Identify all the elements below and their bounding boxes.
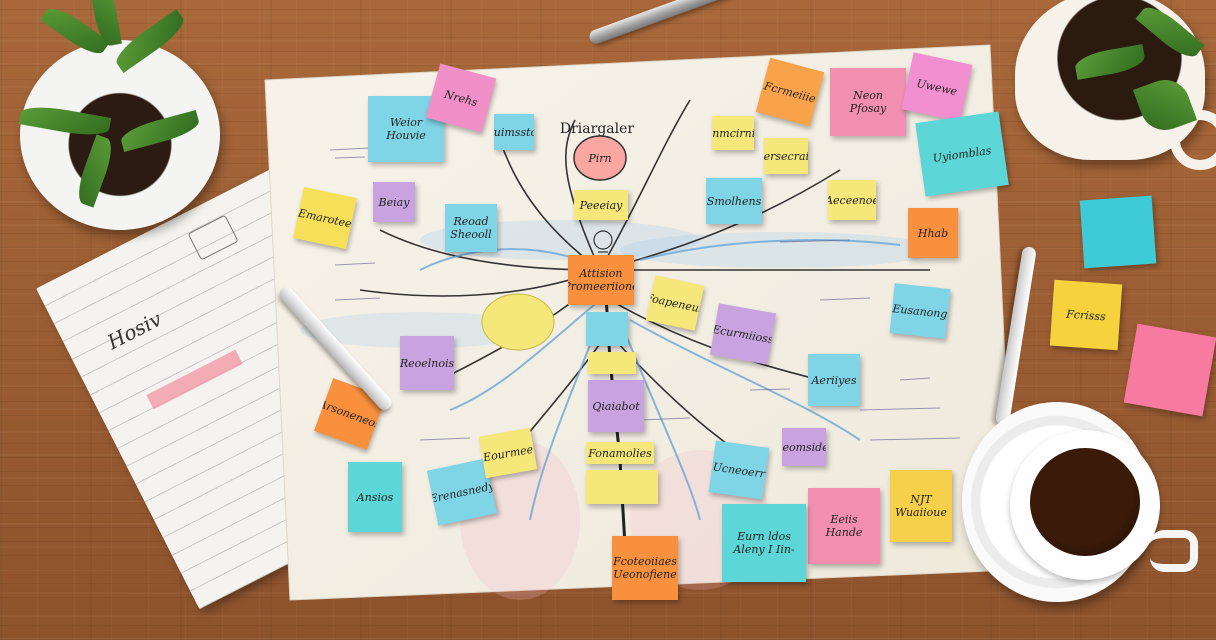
sticky-note[interactable]: Aeceenoe bbox=[828, 180, 876, 220]
sticky-note[interactable]: Ecurmiioss bbox=[709, 303, 777, 365]
central-sticky-note[interactable]: Attision Promeeriione bbox=[568, 255, 634, 305]
plant-pot-left bbox=[20, 40, 220, 230]
sticky-note[interactable]: Eeiis Hande bbox=[808, 488, 880, 564]
sticky-note[interactable]: Ansios bbox=[348, 462, 402, 532]
sticky-note[interactable]: Eusanong bbox=[889, 283, 951, 339]
sticky-note[interactable]: Fonamolies bbox=[586, 442, 654, 464]
loose-sticky-note[interactable] bbox=[1079, 195, 1157, 269]
loose-sticky-note[interactable] bbox=[1123, 323, 1216, 417]
sticky-note[interactable]: Eurn ldos Aleny I Iin- bbox=[722, 504, 806, 582]
sticky-note[interactable]: Emarotee bbox=[293, 186, 357, 250]
sticky-note[interactable]: Hhab bbox=[908, 208, 958, 258]
sticky-note[interactable]: Uyiomblas bbox=[915, 111, 1009, 197]
sticky-note[interactable]: NJT Wuaiioue bbox=[890, 470, 952, 542]
sticky-note[interactable]: Ucneoerr bbox=[708, 440, 770, 500]
sticky-note[interactable] bbox=[588, 352, 636, 374]
sticky-note[interactable]: Eourmee bbox=[478, 427, 538, 479]
sticky-note[interactable]: Foapeneus bbox=[645, 275, 705, 331]
cup-handle bbox=[1150, 530, 1198, 572]
sticky-note[interactable]: Smolhens bbox=[706, 178, 762, 224]
sticky-note[interactable]: Neon Pfosay bbox=[830, 68, 906, 136]
sticky-note[interactable]: Fcoteoiiaes Ueonofiene bbox=[612, 536, 678, 600]
sticky-note[interactable]: Uwewe bbox=[901, 52, 973, 122]
coffee bbox=[1030, 448, 1140, 556]
sticky-note[interactable] bbox=[586, 470, 658, 504]
sticky-note[interactable]: Reoelnois bbox=[400, 336, 454, 390]
sticky-note[interactable]: Fonmcirnies bbox=[712, 116, 754, 150]
sticky-note[interactable]: Deomsides bbox=[782, 428, 826, 466]
sticky-note[interactable] bbox=[586, 312, 628, 346]
sticky-note[interactable]: Aeriiyes bbox=[808, 354, 860, 406]
sticky-note[interactable]: Bruimsstcrs bbox=[494, 114, 534, 150]
loose-sticky-note-forms[interactable]: Fcrisss bbox=[1049, 279, 1123, 351]
sticky-note[interactable]: Qiaiabot bbox=[588, 380, 644, 432]
sticky-note[interactable]: Peeeiay bbox=[574, 190, 628, 220]
sticky-note[interactable]: Beiay bbox=[373, 182, 415, 222]
sticky-note[interactable]: Reoad Sheooll bbox=[445, 204, 497, 252]
sticky-note[interactable]: Foersecraiee bbox=[764, 138, 808, 174]
